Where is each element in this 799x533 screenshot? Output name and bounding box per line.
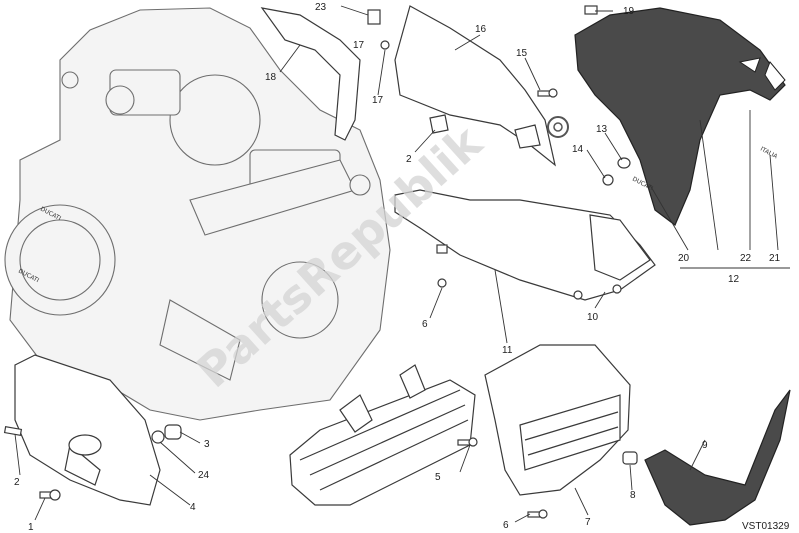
leader-lines — [14, 5, 790, 523]
callout-23: 23 — [315, 2, 327, 13]
callout-14: 14 — [572, 144, 584, 155]
spacer-part-13 — [617, 157, 631, 169]
clip-part-2-left — [3, 425, 23, 437]
lower-side-fairing-panel — [14, 354, 161, 506]
washer-part-24 — [151, 430, 165, 444]
callout-11: 11 — [502, 345, 513, 356]
callout-1: 1 — [28, 522, 34, 533]
callout-18: 18 — [265, 72, 277, 83]
callout-16: 16 — [475, 24, 487, 35]
callout-6-upper: 6 — [422, 319, 428, 330]
belly-pan-part-7 — [484, 344, 631, 496]
upper-inner-fairing-part-16 — [394, 5, 556, 167]
callout-21: 21 — [769, 253, 781, 264]
screw-part-19 — [584, 5, 598, 15]
callout-22: 22 — [740, 253, 752, 264]
clip-part-23 — [367, 9, 381, 25]
callout-labels: 1 2 2 3 4 5 6 6 7 8 9 10 11 12 13 14 15 … — [14, 2, 781, 533]
callout-9: 9 — [702, 440, 708, 451]
screw-part-6-lower — [527, 509, 548, 519]
callout-8: 8 — [630, 490, 636, 501]
screw-part-5 — [457, 437, 478, 447]
lower-side-fairing-part-11 — [394, 189, 656, 301]
callout-2-left: 2 — [14, 477, 20, 488]
callout-19: 19 — [623, 6, 635, 17]
gear-icon — [547, 116, 569, 138]
callout-4: 4 — [190, 502, 196, 513]
screw-part-15 — [537, 88, 558, 98]
callout-20: 20 — [678, 253, 690, 264]
screw-part-6-upper — [436, 244, 448, 288]
drawing-code: VST01329 — [742, 521, 790, 532]
callout-10: 10 — [587, 312, 599, 323]
callout-17-upper: 17 — [353, 40, 365, 51]
callout-13: 13 — [596, 124, 608, 135]
side-fairing-dark-part-12 — [574, 7, 786, 226]
screw-part-17-upper — [380, 40, 390, 50]
callout-5: 5 — [435, 472, 441, 483]
screw-part-1 — [39, 489, 61, 501]
callout-2-upper: 2 — [406, 154, 412, 165]
callout-12: 12 — [728, 274, 740, 285]
front-spoiler-part-9 — [644, 389, 791, 526]
engine-block — [4, 7, 391, 421]
callout-15: 15 — [516, 48, 528, 59]
decal-part-21: ITALIA — [759, 146, 779, 161]
side-bracket-part-18 — [260, 7, 361, 141]
grommet-part-3 — [164, 424, 182, 440]
svg-text:ITALIA: ITALIA — [759, 146, 779, 161]
screw-part-14 — [602, 174, 614, 186]
screw-part-10 — [573, 284, 622, 300]
callout-3: 3 — [204, 439, 210, 450]
callout-6-lower: 6 — [503, 520, 509, 531]
callout-7: 7 — [585, 517, 591, 528]
callout-17-lower: 17 — [372, 95, 384, 106]
grommet-part-8 — [622, 451, 638, 465]
callout-24: 24 — [198, 470, 210, 481]
